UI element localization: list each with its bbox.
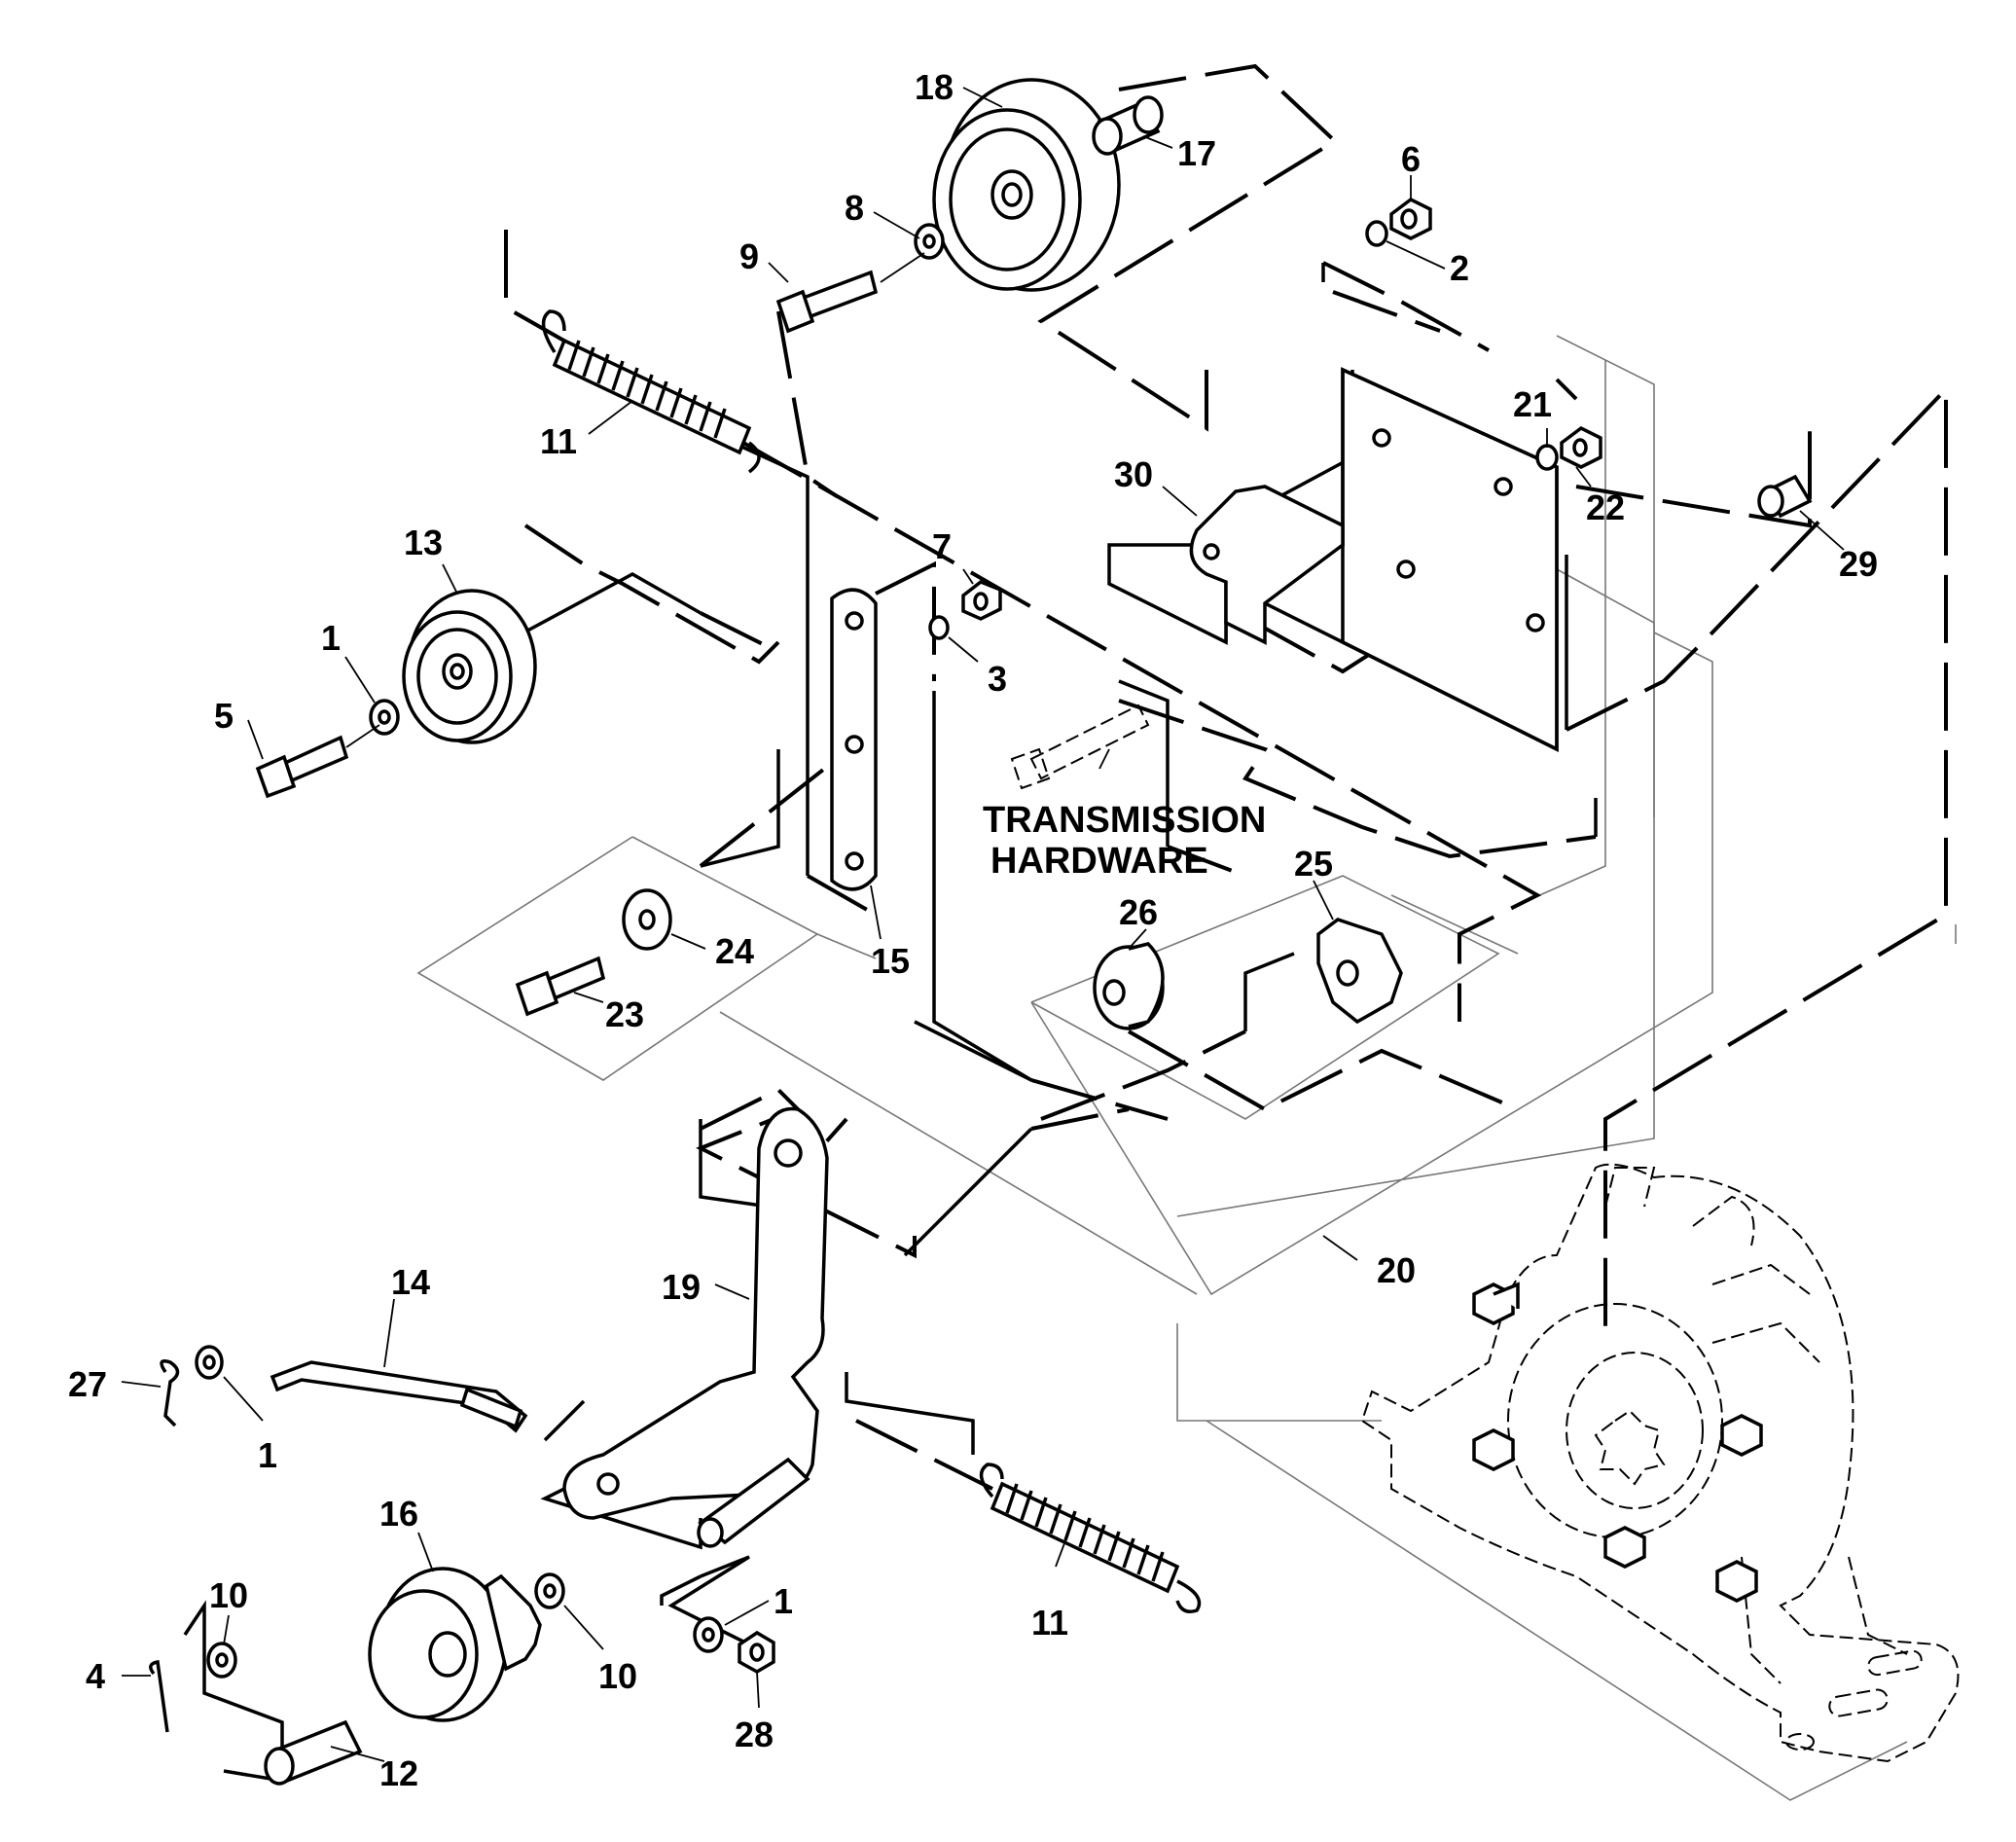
- washer-1-upper-hole: [378, 709, 391, 725]
- callout-1-lower: 1: [774, 1581, 793, 1621]
- callout-19: 19: [662, 1267, 701, 1307]
- washer-10-right-hole: [543, 1583, 557, 1599]
- callout-5: 5: [214, 696, 234, 736]
- callout-25: 25: [1294, 844, 1333, 884]
- annotation-line-2: HARDWARE: [990, 841, 1208, 882]
- spring-11-upper: [541, 309, 761, 474]
- washer-24-hole: [638, 909, 656, 930]
- rod-14: [270, 1360, 528, 1433]
- callout-2: 2: [1450, 248, 1469, 288]
- callout-24: 24: [715, 931, 754, 971]
- callout-26: 26: [1119, 892, 1158, 932]
- washer-10-right: [534, 1572, 565, 1609]
- callout-20: 20: [1377, 1250, 1416, 1290]
- pulley-13: [402, 589, 537, 744]
- callout-11-lower: 11: [1031, 1603, 1068, 1643]
- nut-22: [1560, 425, 1602, 469]
- callout-10-right: 10: [598, 1656, 637, 1696]
- callout-23: 23: [605, 994, 644, 1034]
- callout-21: 21: [1513, 384, 1552, 424]
- washer-1-lower: [693, 1616, 724, 1653]
- callout-10-left: 10: [209, 1575, 248, 1615]
- callout-1-rod: 1: [258, 1435, 277, 1475]
- callout-16: 16: [379, 1494, 418, 1534]
- callout-11-upper: 11: [540, 421, 577, 461]
- washer-1-rod-hole: [202, 1354, 216, 1370]
- callout-9: 9: [739, 236, 759, 276]
- callout-17: 17: [1177, 133, 1216, 173]
- nut-7: [961, 580, 1002, 621]
- link-plate-15: [830, 588, 878, 891]
- washer-1-lower-hole: [702, 1627, 715, 1643]
- cotter-pin-4: [149, 1659, 169, 1733]
- hairpin-27: [160, 1359, 180, 1427]
- tube-12: [264, 1719, 363, 1786]
- callout-30: 30: [1114, 454, 1153, 494]
- spacer-29: [1757, 474, 1813, 519]
- callout-13: 13: [404, 523, 443, 562]
- washer-3: [928, 615, 950, 640]
- bushing-26: [1093, 942, 1165, 1030]
- washer-10-left-hole: [215, 1652, 229, 1668]
- callout-4: 4: [86, 1656, 105, 1696]
- callout-12: 12: [379, 1753, 418, 1793]
- annotation-line-1: TRANSMISSION: [983, 800, 1266, 841]
- nut-6: [1389, 197, 1432, 240]
- callout-1-upper: 1: [321, 618, 341, 658]
- callout-6: 6: [1401, 139, 1421, 179]
- callout-8: 8: [845, 188, 864, 228]
- callout-labels: 18 17 8 9 6 2 11 21 22 30 29 13 7 1 3 5 …: [68, 67, 1878, 1793]
- callout-leaders: [121, 87, 1845, 1762]
- callout-15: 15: [871, 941, 910, 981]
- callout-28: 28: [735, 1715, 774, 1754]
- idler-pulley-18: [932, 78, 1121, 292]
- washer-21: [1535, 444, 1559, 471]
- lockwasher-2: [1365, 220, 1388, 247]
- spring-11-lower: [979, 1463, 1202, 1613]
- callout-18: 18: [915, 67, 954, 107]
- washer-10-left: [206, 1642, 237, 1679]
- callout-7: 7: [932, 526, 952, 566]
- washer-8: [914, 223, 945, 260]
- transmission-hardware-label: TRANSMISSION HARDWARE: [983, 800, 1266, 882]
- callout-29: 29: [1839, 544, 1878, 584]
- spacer-17: [1092, 95, 1164, 156]
- bumper-25: [1316, 918, 1403, 1025]
- washer-24: [622, 888, 672, 951]
- bolt-9: [775, 252, 925, 334]
- callout-27: 27: [68, 1364, 107, 1404]
- nut-28: [738, 1630, 775, 1675]
- assembly-lines: [183, 63, 1948, 1783]
- lever-bracket-19: [562, 1106, 829, 1548]
- callout-22: 22: [1586, 488, 1625, 527]
- callout-14: 14: [391, 1262, 430, 1302]
- pulley-16: [368, 1567, 542, 1722]
- washer-1-rod: [195, 1345, 224, 1380]
- bolt-5: [255, 724, 380, 799]
- transmission-hardware-bolt: [1010, 704, 1150, 790]
- bolt-23: [515, 956, 606, 1017]
- reference-lines: [416, 335, 1957, 1801]
- callout-3: 3: [988, 659, 1007, 699]
- transmission-housing: [1360, 1163, 1960, 1763]
- tab-30: [1189, 485, 1345, 645]
- washer-8-hole: [922, 234, 936, 249]
